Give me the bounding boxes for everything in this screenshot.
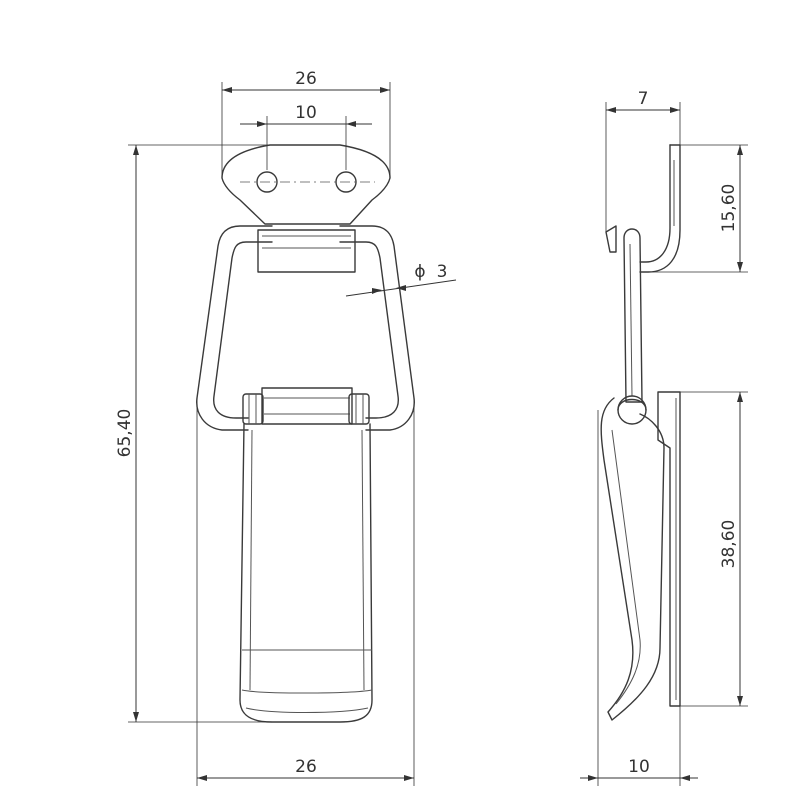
front-view: 26 10 ϕ 3 65,40 26 <box>115 69 457 786</box>
side-wire-loop <box>623 228 643 403</box>
hinge-barrel <box>261 387 353 425</box>
dim-top-width: 26 <box>295 69 317 89</box>
side-lever <box>600 397 665 721</box>
dim-bottom-width: 26 <box>295 757 317 777</box>
hinge-knuckle-right <box>348 393 370 425</box>
mounting-plate <box>221 144 391 225</box>
dim-diameter-symbol: ϕ <box>414 262 425 282</box>
dim-overall-height: 65,40 <box>115 409 135 458</box>
dim-wire-diameter: 3 <box>437 262 448 282</box>
hinge-knuckle-left <box>242 393 264 425</box>
dim-side-top-offset: 7 <box>638 89 649 109</box>
side-view: 7 15,60 38,60 10 <box>580 89 748 786</box>
wire-loop <box>196 225 273 431</box>
mounting-hole-left <box>256 171 278 193</box>
dim-side-lower-height: 38,60 <box>719 520 739 569</box>
dim-side-bottom-depth: 10 <box>628 757 650 777</box>
dim-side-plate-height: 15,60 <box>719 184 739 233</box>
hook-tongue <box>257 229 356 273</box>
lever-body <box>239 423 373 723</box>
dim-hole-spacing: 10 <box>295 103 317 123</box>
